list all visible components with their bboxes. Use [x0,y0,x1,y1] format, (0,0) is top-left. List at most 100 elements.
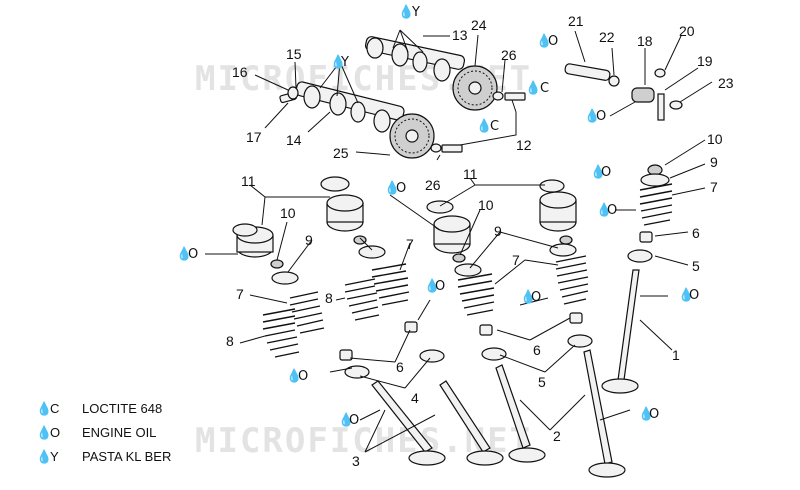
symbol-o: O [531,290,541,305]
exhaust-camshaft [364,36,466,82]
callout-10: 10 [280,205,296,221]
callout-9: 9 [305,232,313,248]
stem-seal [569,312,583,324]
callout-16: 16 [232,64,248,80]
spring-retainer [358,245,386,259]
stem-seal [339,349,353,361]
symbol-o: O [649,407,659,422]
callout-17: 17 [246,129,262,145]
spring-seat [627,249,653,263]
spring-retainer [454,263,482,277]
callout-1: 1 [672,347,680,363]
valve-spring [639,183,673,226]
legend-code-loctite: C [50,401,59,416]
symbol-o: O [548,34,558,49]
callout-6: 6 [533,342,541,358]
spring-seat [567,334,593,348]
legend-code-pasta: Y [50,449,59,464]
keeper [270,259,284,269]
drop-icon: 💧 [424,278,440,294]
symbol-y: Y [411,5,420,20]
callout-21: 21 [568,13,584,29]
callout-10-right: 10 [707,131,723,147]
callout-19: 19 [697,53,713,69]
symbol-o: O [188,247,198,262]
intake-camshaft [295,81,405,133]
spring-retainer [549,243,577,257]
callout-5-left: 6 [396,359,404,375]
tappet-right-2 [539,179,577,232]
callout-4: 4 [411,390,419,406]
callout-6-right: 6 [692,225,700,241]
spring-retainer [271,271,299,285]
drop-icon: 💧 [536,33,552,49]
drop-icon: 💧 [330,54,346,70]
valve-spring [344,263,410,321]
callout-25: 25 [333,145,349,161]
gear-bolt-upper [492,91,526,101]
legend: 💧 C LOCTITE 648 💧 O ENGINE OIL 💧 Y PASTA… [36,401,171,465]
drop-icon: 💧 [596,202,612,218]
cam-gear-upper [452,65,498,111]
decompressor-shaft [564,63,620,87]
symbol-o: O [396,181,406,196]
valve [583,349,626,478]
drop-icon: 💧 [520,289,536,305]
spring-seat [344,365,370,379]
callout-23: 23 [718,75,734,91]
symbol-c: C [540,81,549,96]
callout-15: 15 [286,46,302,62]
callout-10-mid: 10 [478,197,494,213]
drop-icon: 💧 [678,287,694,303]
callout-12: 12 [516,137,532,153]
valve [439,380,504,466]
drop-icon: 💧 [476,118,492,134]
valve-spring [262,291,325,358]
stem-seal [479,324,493,336]
callout-5-right: 5 [692,258,700,274]
valve-spring [555,255,589,305]
drop-icon: 💧 [36,449,52,465]
stem-seal [639,231,653,243]
callout-13: 13 [452,27,468,43]
leader-lines [205,29,713,453]
symbol-o: O [349,413,359,428]
legend-label-pasta: PASTA KL BER [82,449,171,464]
callout-26: 26 [501,47,517,63]
symbol-y: Y [340,55,349,70]
stem-seal [404,321,418,333]
callout-14: 14 [286,132,302,148]
callout-3: 3 [352,453,360,469]
callout-7-right: 7 [710,179,718,195]
callout-26-lower: 26 [425,177,441,193]
valve-spring [457,273,495,316]
callout-18: 18 [637,33,653,49]
callout-20: 20 [679,23,695,39]
drop-icon: 💧 [590,164,606,180]
drop-icon: 💧 [638,406,654,422]
drop-icon: 💧 [398,4,414,20]
callout-11: 11 [241,173,256,189]
decompressor-lever [631,68,683,121]
callout-24: 24 [471,17,487,33]
symbol-o: O [596,109,606,124]
symbol-o: O [298,369,308,384]
callout-7-left: 7 [236,286,244,302]
drop-icon: 💧 [525,80,541,96]
callout-8: 8 [325,290,333,306]
legend-label-loctite: LOCTITE 648 [82,401,162,416]
tappet-left-1 [232,223,274,258]
tappet-right-1 [426,200,471,254]
drop-icon: 💧 [338,412,354,428]
keeper [559,235,573,245]
symbol-c: C [490,119,499,134]
keeper [452,253,466,263]
legend-label-oil: ENGINE OIL [82,425,156,440]
drop-icon: 💧 [384,180,400,196]
symbol-markers: 💧 Y 💧 Y 💧 C 💧 C 💧 O 💧 O 💧 O 💧 O 💧 O 💧 O … [176,4,699,428]
callout-7-mid: 7 [512,252,520,268]
callout-9-mid: 9 [494,223,502,239]
spring-retainer [640,173,670,187]
callout-8-left: 8 [226,333,234,349]
drop-icon: 💧 [584,108,600,124]
